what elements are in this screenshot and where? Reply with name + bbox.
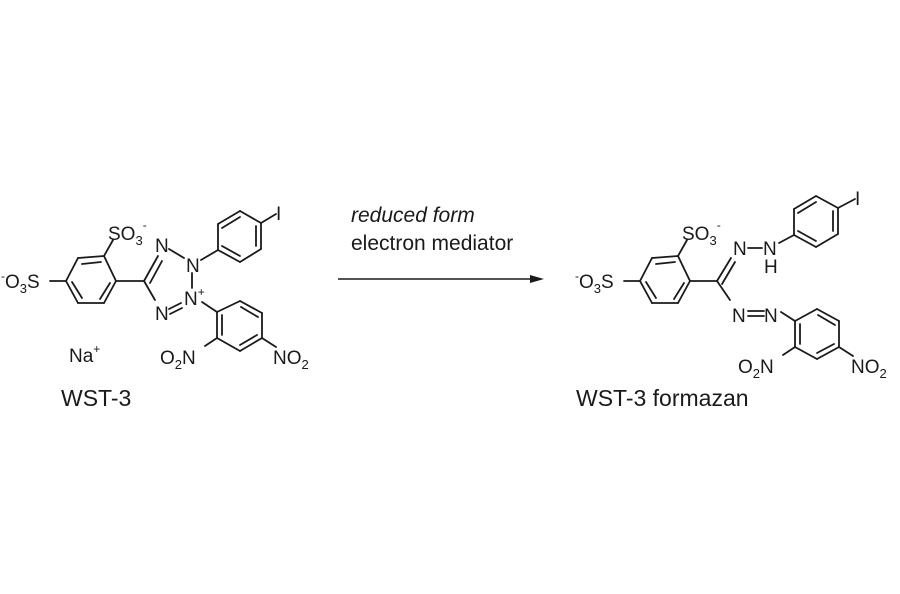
hydrazone-n-label: N <box>733 239 747 260</box>
hydrazone-nh-label: N <box>763 239 777 260</box>
sulfonate-top-label: SO3- <box>682 218 721 248</box>
tetrazole-n4-label: N+ <box>184 285 205 310</box>
iodo-label: I <box>276 204 281 225</box>
sulfonate-left-label: -O3S <box>1 269 40 296</box>
condition-line-2: electron mediator <box>351 232 513 255</box>
reactant-name: WST-3 <box>61 385 131 411</box>
nitro-left-label: O2N <box>738 357 774 381</box>
tetrazole-n2-label: N <box>186 256 200 277</box>
sulfonate-left-label: -O3S <box>575 269 614 296</box>
sulfonate-top-label: SO3- <box>108 218 147 248</box>
benzene-ring-disulfonate <box>65 255 117 304</box>
condition-line-1: reduced form <box>351 204 475 227</box>
iodophenyl-ring <box>200 210 277 263</box>
reactant-wst3: SO3- -O3S N N N N+ I O2N NO2 Na+ WST-3 <box>1 204 309 411</box>
nitro-right-label: NO2 <box>273 348 309 372</box>
sodium-counterion-label: Na+ <box>69 342 100 367</box>
iodophenyl-ring <box>778 195 856 248</box>
nitro-right-label: NO2 <box>851 357 887 381</box>
iodo-label: I <box>855 189 860 210</box>
arrow-head-icon <box>530 275 544 283</box>
tetrazole-n3-label: N <box>155 304 169 325</box>
nitro-left-label: O2N <box>160 348 196 372</box>
reaction-arrow-group: reduced form electron mediator <box>338 204 544 283</box>
product-name: WST-3 formazan <box>576 385 749 411</box>
hydrazone-h-label: H <box>764 257 778 278</box>
azo-n1-label: N <box>732 306 746 327</box>
tetrazole-n1-label: N <box>155 236 169 257</box>
benzene-ring-disulfonate <box>639 255 691 304</box>
dinitrophenyl-ring <box>780 308 854 360</box>
product-wst3-formazan: SO3- -O3S N N H N N I O2N NO2 WST-3 form… <box>575 189 887 411</box>
azo-n2-label: N <box>764 306 778 327</box>
dinitrophenyl-ring <box>201 300 277 352</box>
tetrazolium-ring <box>143 248 193 315</box>
